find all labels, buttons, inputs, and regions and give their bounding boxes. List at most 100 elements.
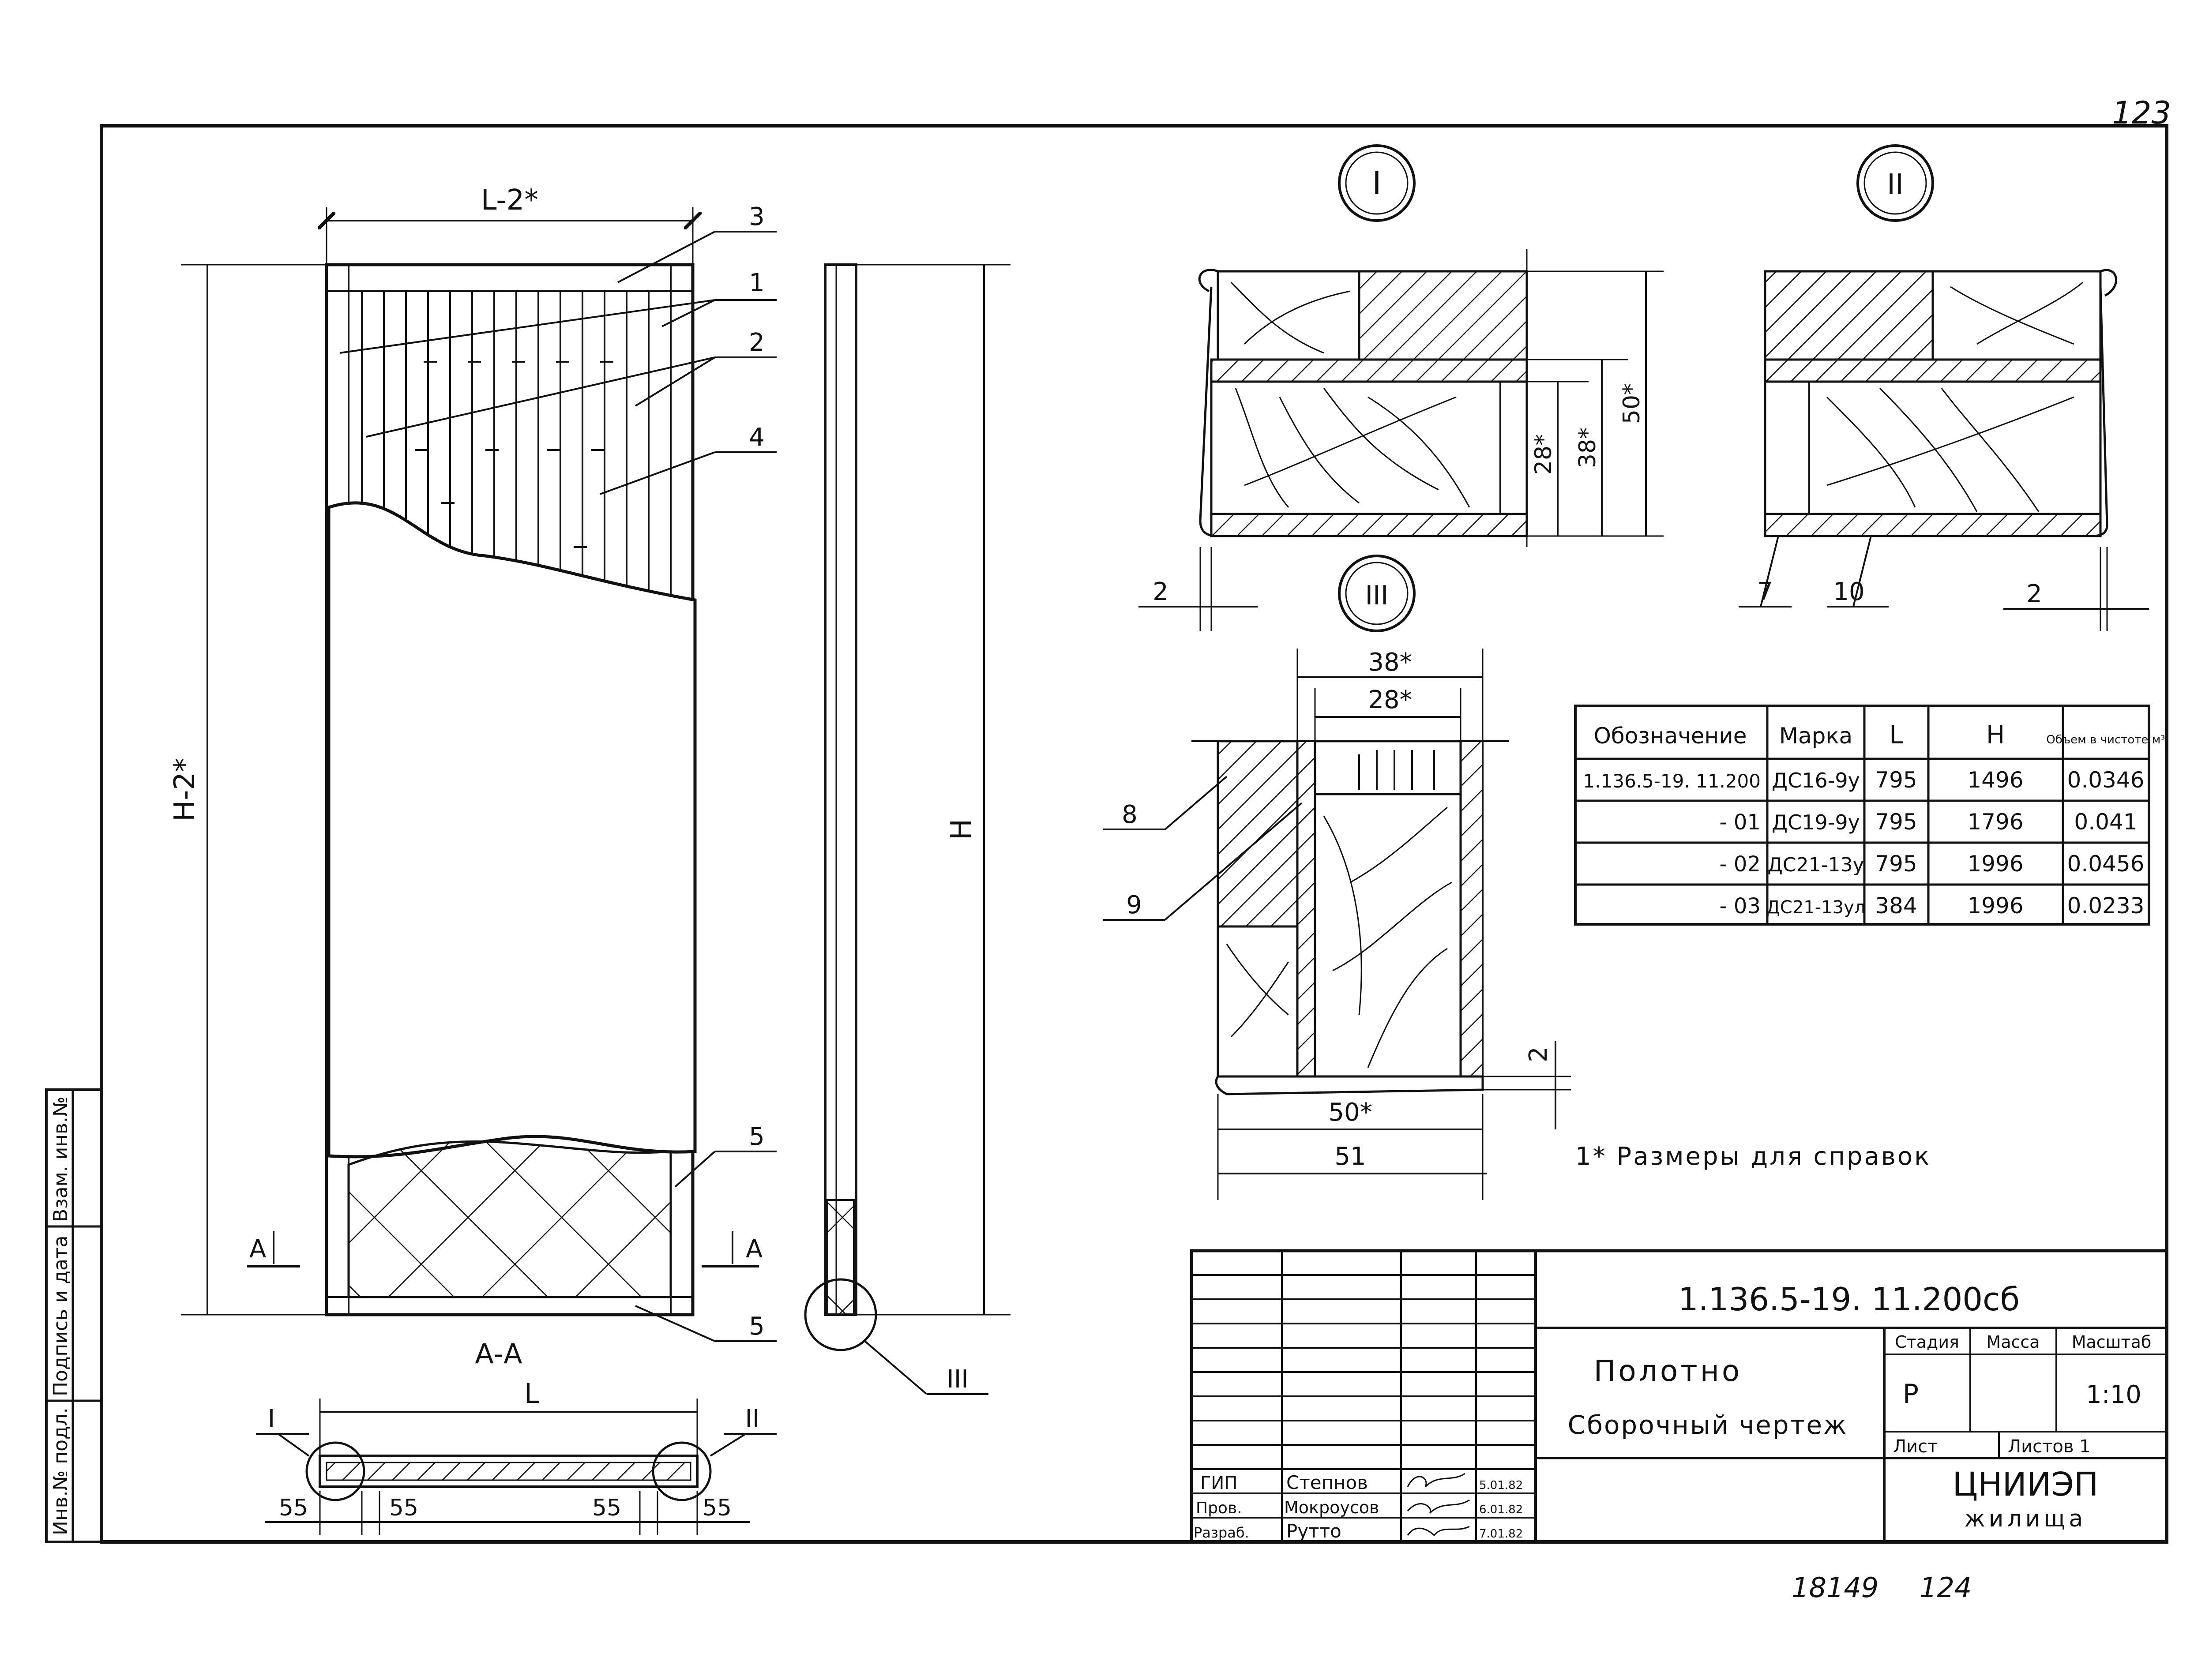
- dim-55-d: 55: [703, 1495, 732, 1521]
- row-2-volume: 0.041: [2074, 809, 2137, 835]
- stamp-signature-date: Подпись и дата: [49, 1236, 72, 1396]
- detail-3-dim-50: 50*: [1328, 1098, 1372, 1127]
- row-2-oboznachenie: - 01: [1719, 810, 1761, 835]
- section-mark-left: А: [249, 1235, 266, 1264]
- signer-name-2: Мокроусов: [1284, 1498, 1379, 1517]
- detail-3-dim-51: 51: [1334, 1142, 1366, 1171]
- detail-3-callout-8: 8: [1122, 800, 1138, 829]
- detail-3-gap: 2: [1524, 1046, 1553, 1062]
- callout-3: 3: [749, 202, 765, 231]
- row-4-marka: ДС21-13ул: [1766, 897, 1866, 918]
- signer-name-1: Степнов: [1286, 1472, 1368, 1493]
- footnote: 1* Размеры для справок: [1575, 1142, 1931, 1171]
- signer-date-3: 7.01.82: [1479, 1527, 1523, 1541]
- section-aa: А-А L I II 55 55 55 55: [256, 1338, 777, 1535]
- footer-right-number: 124: [1920, 1571, 1972, 1604]
- dim-55-a: 55: [279, 1495, 308, 1521]
- callout-1: 1: [749, 269, 765, 297]
- detail-2-gap: 2: [2026, 580, 2042, 608]
- dim-l-2: L-2*: [481, 184, 538, 217]
- detail-3-dim-38: 38*: [1368, 648, 1412, 677]
- row-4-l: 384: [1875, 893, 1917, 919]
- front-view: L-2* H-2* 3 1 2 4 5 5 А А: [169, 184, 777, 1342]
- detail-2: II 7 10 2: [1739, 144, 2149, 631]
- signer-date-1: 5.01.82: [1479, 1479, 1523, 1492]
- scale-label: Масштаб: [2072, 1332, 2152, 1352]
- th-marka: Марка: [1779, 723, 1852, 749]
- row-3-l: 795: [1875, 851, 1917, 877]
- row-1-l: 795: [1875, 767, 1917, 793]
- scale-value: 1:10: [2086, 1380, 2141, 1409]
- detail-2-callout-10: 10: [1833, 578, 1864, 606]
- th-h: H: [1986, 721, 2005, 750]
- detail-ref-i: I: [268, 1405, 275, 1433]
- signature-2: [1407, 1499, 1470, 1514]
- row-4-h: 1996: [1967, 893, 2023, 919]
- row-3-oboznachenie: - 02: [1719, 852, 1761, 877]
- sheet-label: Лист: [1893, 1436, 1938, 1457]
- row-4-volume: 0.0233: [2067, 893, 2145, 919]
- dim-55-c: 55: [592, 1495, 621, 1521]
- doc-name-line1: Полотно: [1594, 1354, 1743, 1388]
- th-oboznachenie: Обозначение: [1594, 723, 1747, 749]
- side-view: H III: [804, 263, 1011, 1395]
- detail-1-dim-38: 38*: [1574, 428, 1601, 468]
- row-4-oboznachenie: - 03: [1719, 894, 1761, 919]
- section-dim-l: L: [524, 1377, 540, 1410]
- footer-left-number: 18149: [1792, 1571, 1878, 1604]
- th-volume: Объем в чистоте м³: [2046, 733, 2165, 746]
- signer-name-3: Рутто: [1286, 1520, 1341, 1542]
- section-mark-right: А: [746, 1235, 763, 1264]
- detail-3-label: III: [1365, 580, 1388, 611]
- org-line2: жилища: [1965, 1506, 2087, 1532]
- row-3-h: 1996: [1967, 851, 2023, 877]
- row-1-oboznachenie: 1.136.5-19. 11.200: [1583, 770, 1761, 792]
- side-stamp: Инв.№ подл. Подпись и дата Взам. инв.№: [45, 1088, 103, 1543]
- signer-role-3: Разраб.: [1194, 1524, 1249, 1541]
- row-3-marka: ДС21-13у: [1768, 854, 1864, 876]
- detail-1-label: I: [1372, 165, 1381, 202]
- spec-table: Обозначение Марка L H Объем в чистоте м³…: [1574, 705, 2165, 926]
- dim-55-b: 55: [389, 1495, 418, 1521]
- stage-value: Р: [1903, 1379, 1919, 1410]
- callout-2: 2: [749, 328, 765, 357]
- signer-role-1: ГИП: [1200, 1473, 1237, 1493]
- row-2-h: 1796: [1967, 809, 2023, 835]
- dim-h-2: H-2*: [169, 758, 201, 821]
- stage-label: Стадия: [1895, 1332, 1959, 1352]
- doc-code: 1.136.5-19. 11.200сб: [1678, 1281, 2020, 1318]
- sheet-frame: [100, 124, 2168, 1544]
- detail-3-callout-9: 9: [1126, 891, 1142, 919]
- detail-3: III 38* 28* 8 9 2: [1103, 555, 1571, 1200]
- row-2-marka: ДС19-9у: [1772, 810, 1860, 834]
- org-line1: ЦНИИЭП: [1952, 1466, 2098, 1504]
- sheets-label: Листов 1: [2008, 1436, 2091, 1457]
- detail-ref-ii: II: [745, 1405, 759, 1433]
- callout-4: 4: [749, 423, 765, 452]
- title-block: 1.136.5-19. 11.200сб Полотно Сборочный ч…: [1190, 1249, 2168, 1544]
- row-1-volume: 0.0346: [2067, 767, 2145, 793]
- signature-3: [1407, 1526, 1470, 1537]
- doc-name-line2: Сборочный чертеж: [1568, 1410, 1848, 1440]
- mass-label: Масса: [1986, 1332, 2040, 1352]
- stamp-vzam-inv: Взам. инв.№: [49, 1096, 72, 1222]
- row-3-volume: 0.0456: [2067, 851, 2145, 877]
- signature-1: [1407, 1473, 1465, 1488]
- row-1-marka: ДС16-9у: [1772, 769, 1860, 792]
- signer-role-2: Пров.: [1196, 1499, 1242, 1517]
- detail-2-callout-7: 7: [1757, 578, 1773, 606]
- row-1-h: 1496: [1967, 767, 2023, 793]
- dim-h: H: [945, 819, 978, 840]
- detail-1-gap: 2: [1153, 578, 1168, 606]
- detail-2-label: II: [1887, 169, 1904, 201]
- detail-1: I 28* 38* 50* 2: [1138, 144, 1664, 631]
- row-2-l: 795: [1875, 809, 1917, 835]
- detail-3-dim-28: 28*: [1368, 686, 1412, 714]
- detail-1-dim-28: 28*: [1530, 434, 1557, 475]
- signer-date-2: 6.01.82: [1479, 1503, 1523, 1516]
- callout-5-top: 5: [749, 1122, 765, 1151]
- stamp-inv-podl: Инв.№ подл.: [49, 1407, 72, 1535]
- callout-5-bottom: 5: [749, 1312, 765, 1341]
- th-l: L: [1889, 721, 1903, 750]
